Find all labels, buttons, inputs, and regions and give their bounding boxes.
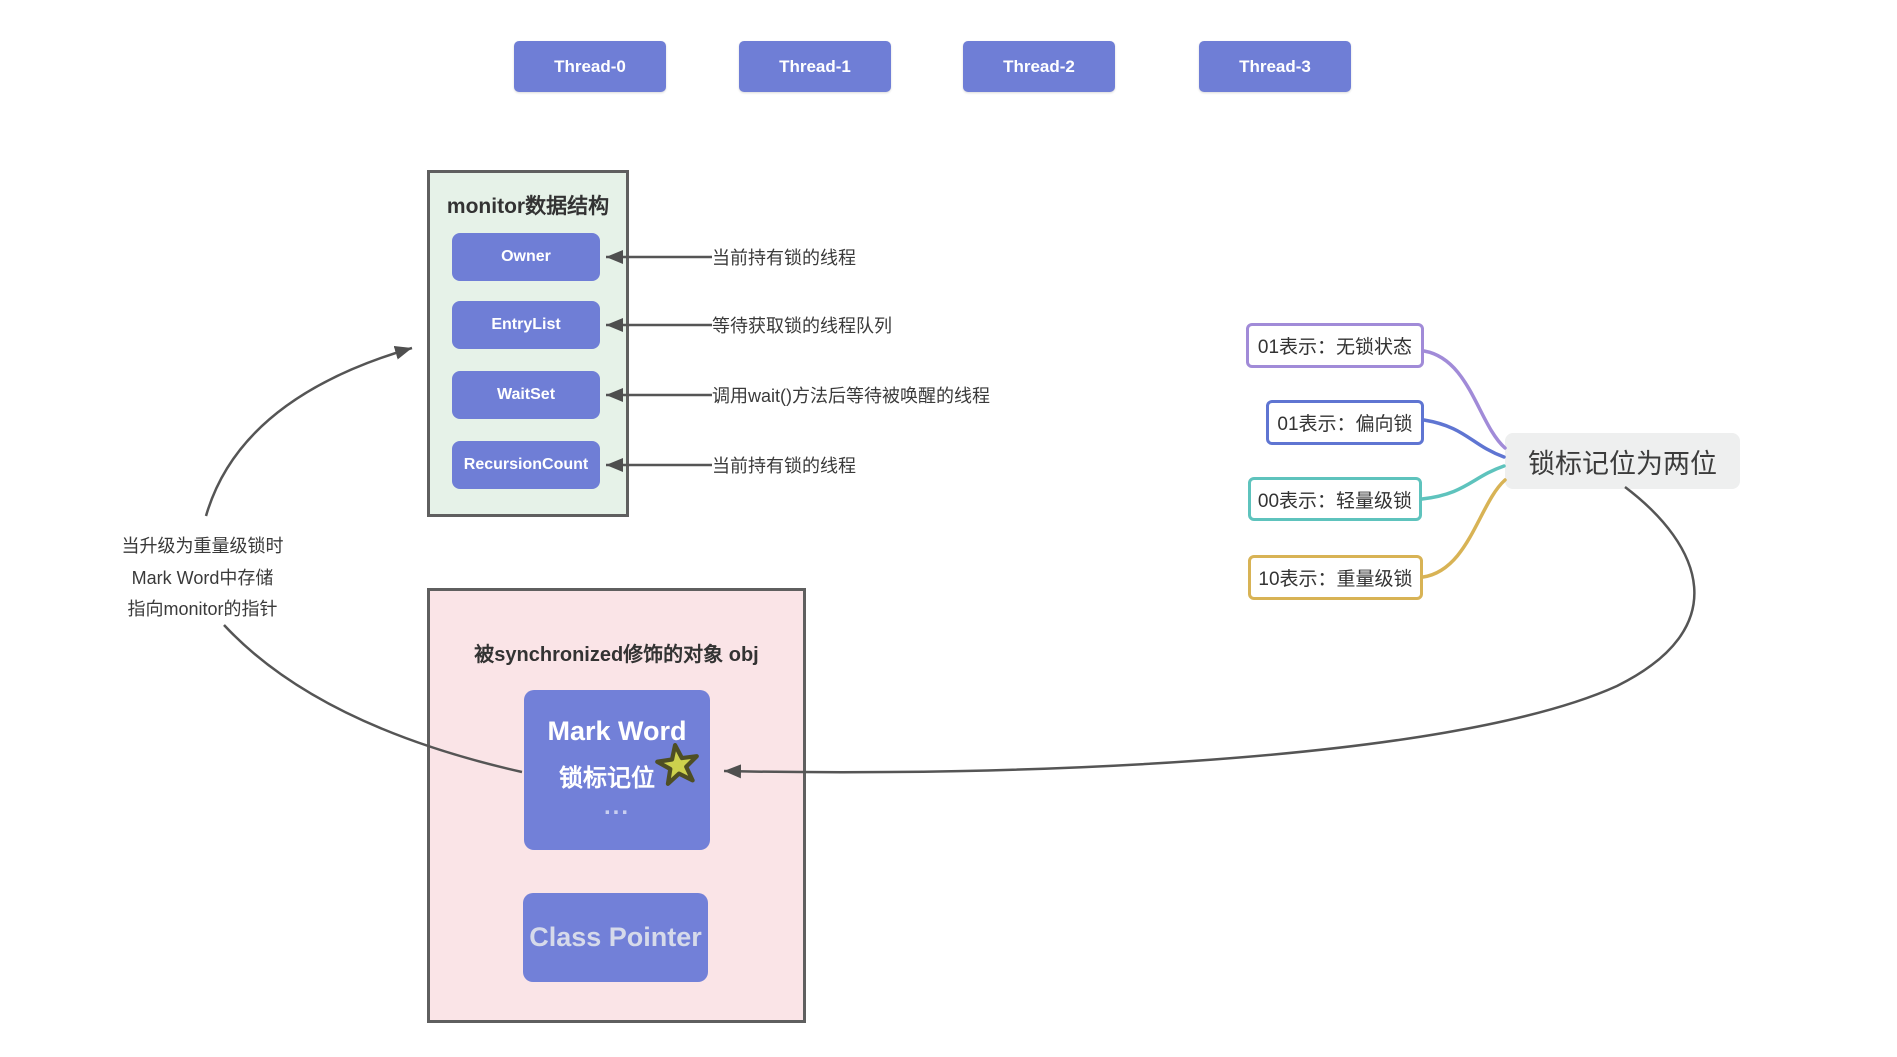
class-pointer-node[interactable]: Class Pointer [523, 893, 708, 982]
flag-biased-lock-node[interactable]: 01表示：偏向锁 [1266, 400, 1424, 445]
upgrade-note-line3: 指向monitor的指针 [127, 599, 278, 619]
monitor-entrylist-node[interactable]: EntryList [452, 301, 600, 349]
monitor-recursioncount-node[interactable]: RecursionCount [452, 441, 600, 489]
upgrade-note-line2: Mark Word中存储 [131, 567, 274, 588]
star-icon [655, 743, 699, 786]
thread-2-node[interactable]: Thread-2 [963, 41, 1115, 92]
monitor-owner-node[interactable]: Owner [452, 233, 600, 281]
monitor-waitset-node[interactable]: WaitSet [452, 371, 600, 419]
heavyweight-lock-link [1421, 478, 1507, 579]
flag-heavyweight-node[interactable]: 10表示：重量级锁 [1248, 555, 1423, 600]
lock-flag-summary-node[interactable]: 锁标记位为两位 [1505, 433, 1740, 489]
monitor-structure-title: monitor数据结构 [446, 195, 610, 218]
lock-flag-bits-label: 锁标记位 [559, 765, 655, 792]
entrylist-annotation: 等待获取锁的线程队列 [712, 316, 892, 336]
owner-annotation: 当前持有锁的线程 [712, 248, 856, 268]
mark-word-title: Mark Word [547, 716, 687, 746]
summary-to-star-arrow [723, 486, 1696, 779]
flag-lightweight-node[interactable]: 00表示：轻量级锁 [1248, 477, 1422, 521]
lightweight-lock-link [1420, 464, 1506, 501]
thread-1-node[interactable]: Thread-1 [739, 41, 891, 92]
no-lock-link [1422, 349, 1507, 450]
waitset-annotation: 调用wait()方法后等待被唤醒的线程 [712, 386, 990, 406]
recursioncount-annotation: 当前持有锁的线程 [712, 456, 856, 476]
flag-no-lock-node[interactable]: 01表示：无锁状态 [1246, 323, 1424, 368]
thread-3-node[interactable]: Thread-3 [1199, 41, 1351, 92]
upgrade-note-line1: 当升级为重量级锁时 [121, 536, 284, 556]
thread-0-node[interactable]: Thread-0 [514, 41, 666, 92]
synchronized-object-title: 被synchronized修饰的对象 obj [474, 644, 759, 666]
biased-lock-link [1422, 418, 1506, 459]
mark-word-ellipsis: ... [603, 793, 630, 820]
note-to-monitor-arrow [204, 346, 413, 517]
upgrade-note: 当升级为重量级锁时 Mark Word中存储 指向monitor的指针 [85, 531, 320, 626]
